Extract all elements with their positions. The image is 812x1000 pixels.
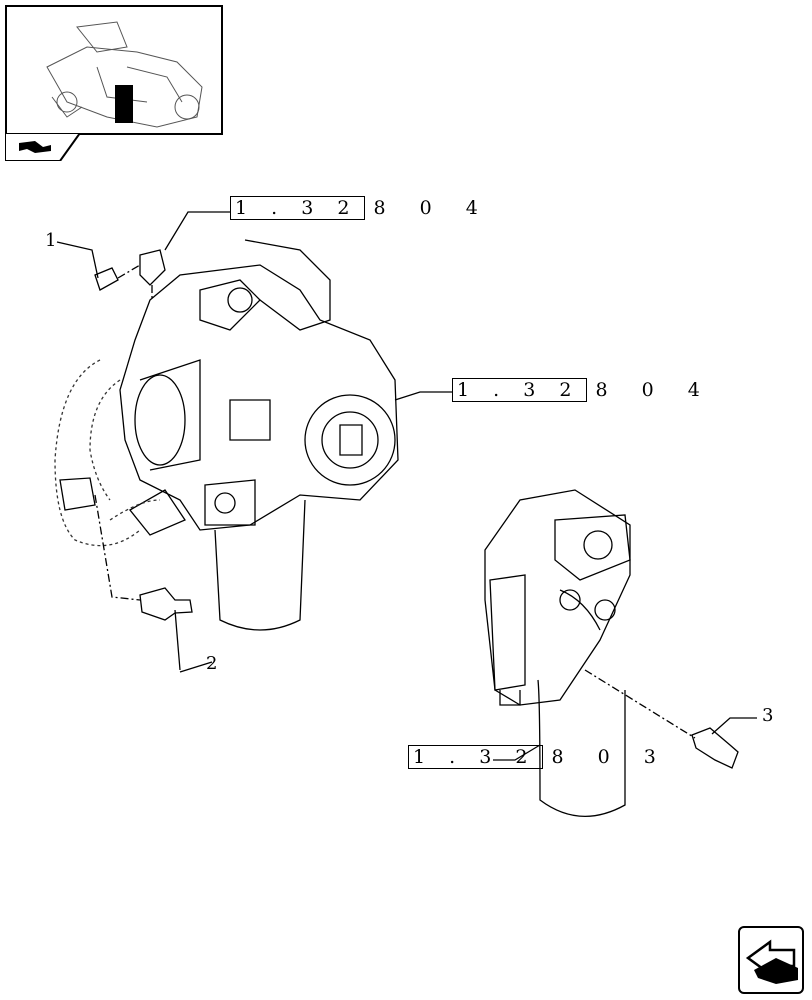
reference-callout-3[interactable]: 1 . 3 2 8 0 3 (408, 745, 670, 769)
overview-thumbnail[interactable] (5, 5, 223, 135)
arrow-icon (745, 939, 798, 984)
reference-callout-2[interactable]: 1 . 3 2 8 0 4 (452, 378, 714, 402)
item-number-2: 2 (206, 653, 218, 674)
item-number-1: 1 (45, 230, 57, 251)
reference-suffix: 8 0 3 (551, 746, 670, 768)
item-number-3: 3 (762, 705, 774, 726)
reference-suffix: 8 0 4 (373, 197, 492, 219)
highlight-marker (115, 85, 133, 123)
reference-suffix: 8 0 4 (595, 379, 714, 401)
hydraulic-pump-assembly (119, 239, 399, 631)
next-page-button[interactable] (738, 926, 804, 994)
tractor-overview-image (46, 21, 203, 128)
valve-filter-assembly (484, 489, 631, 817)
reference-callout-1[interactable]: 1 . 3 2 8 0 4 (230, 196, 492, 220)
reference-box: 1 . 3 2 (452, 378, 588, 402)
reference-box: 1 . 3 2 (230, 196, 366, 220)
view-tab-icon[interactable] (5, 133, 80, 161)
reference-box: 1 . 3 2 (408, 745, 544, 769)
